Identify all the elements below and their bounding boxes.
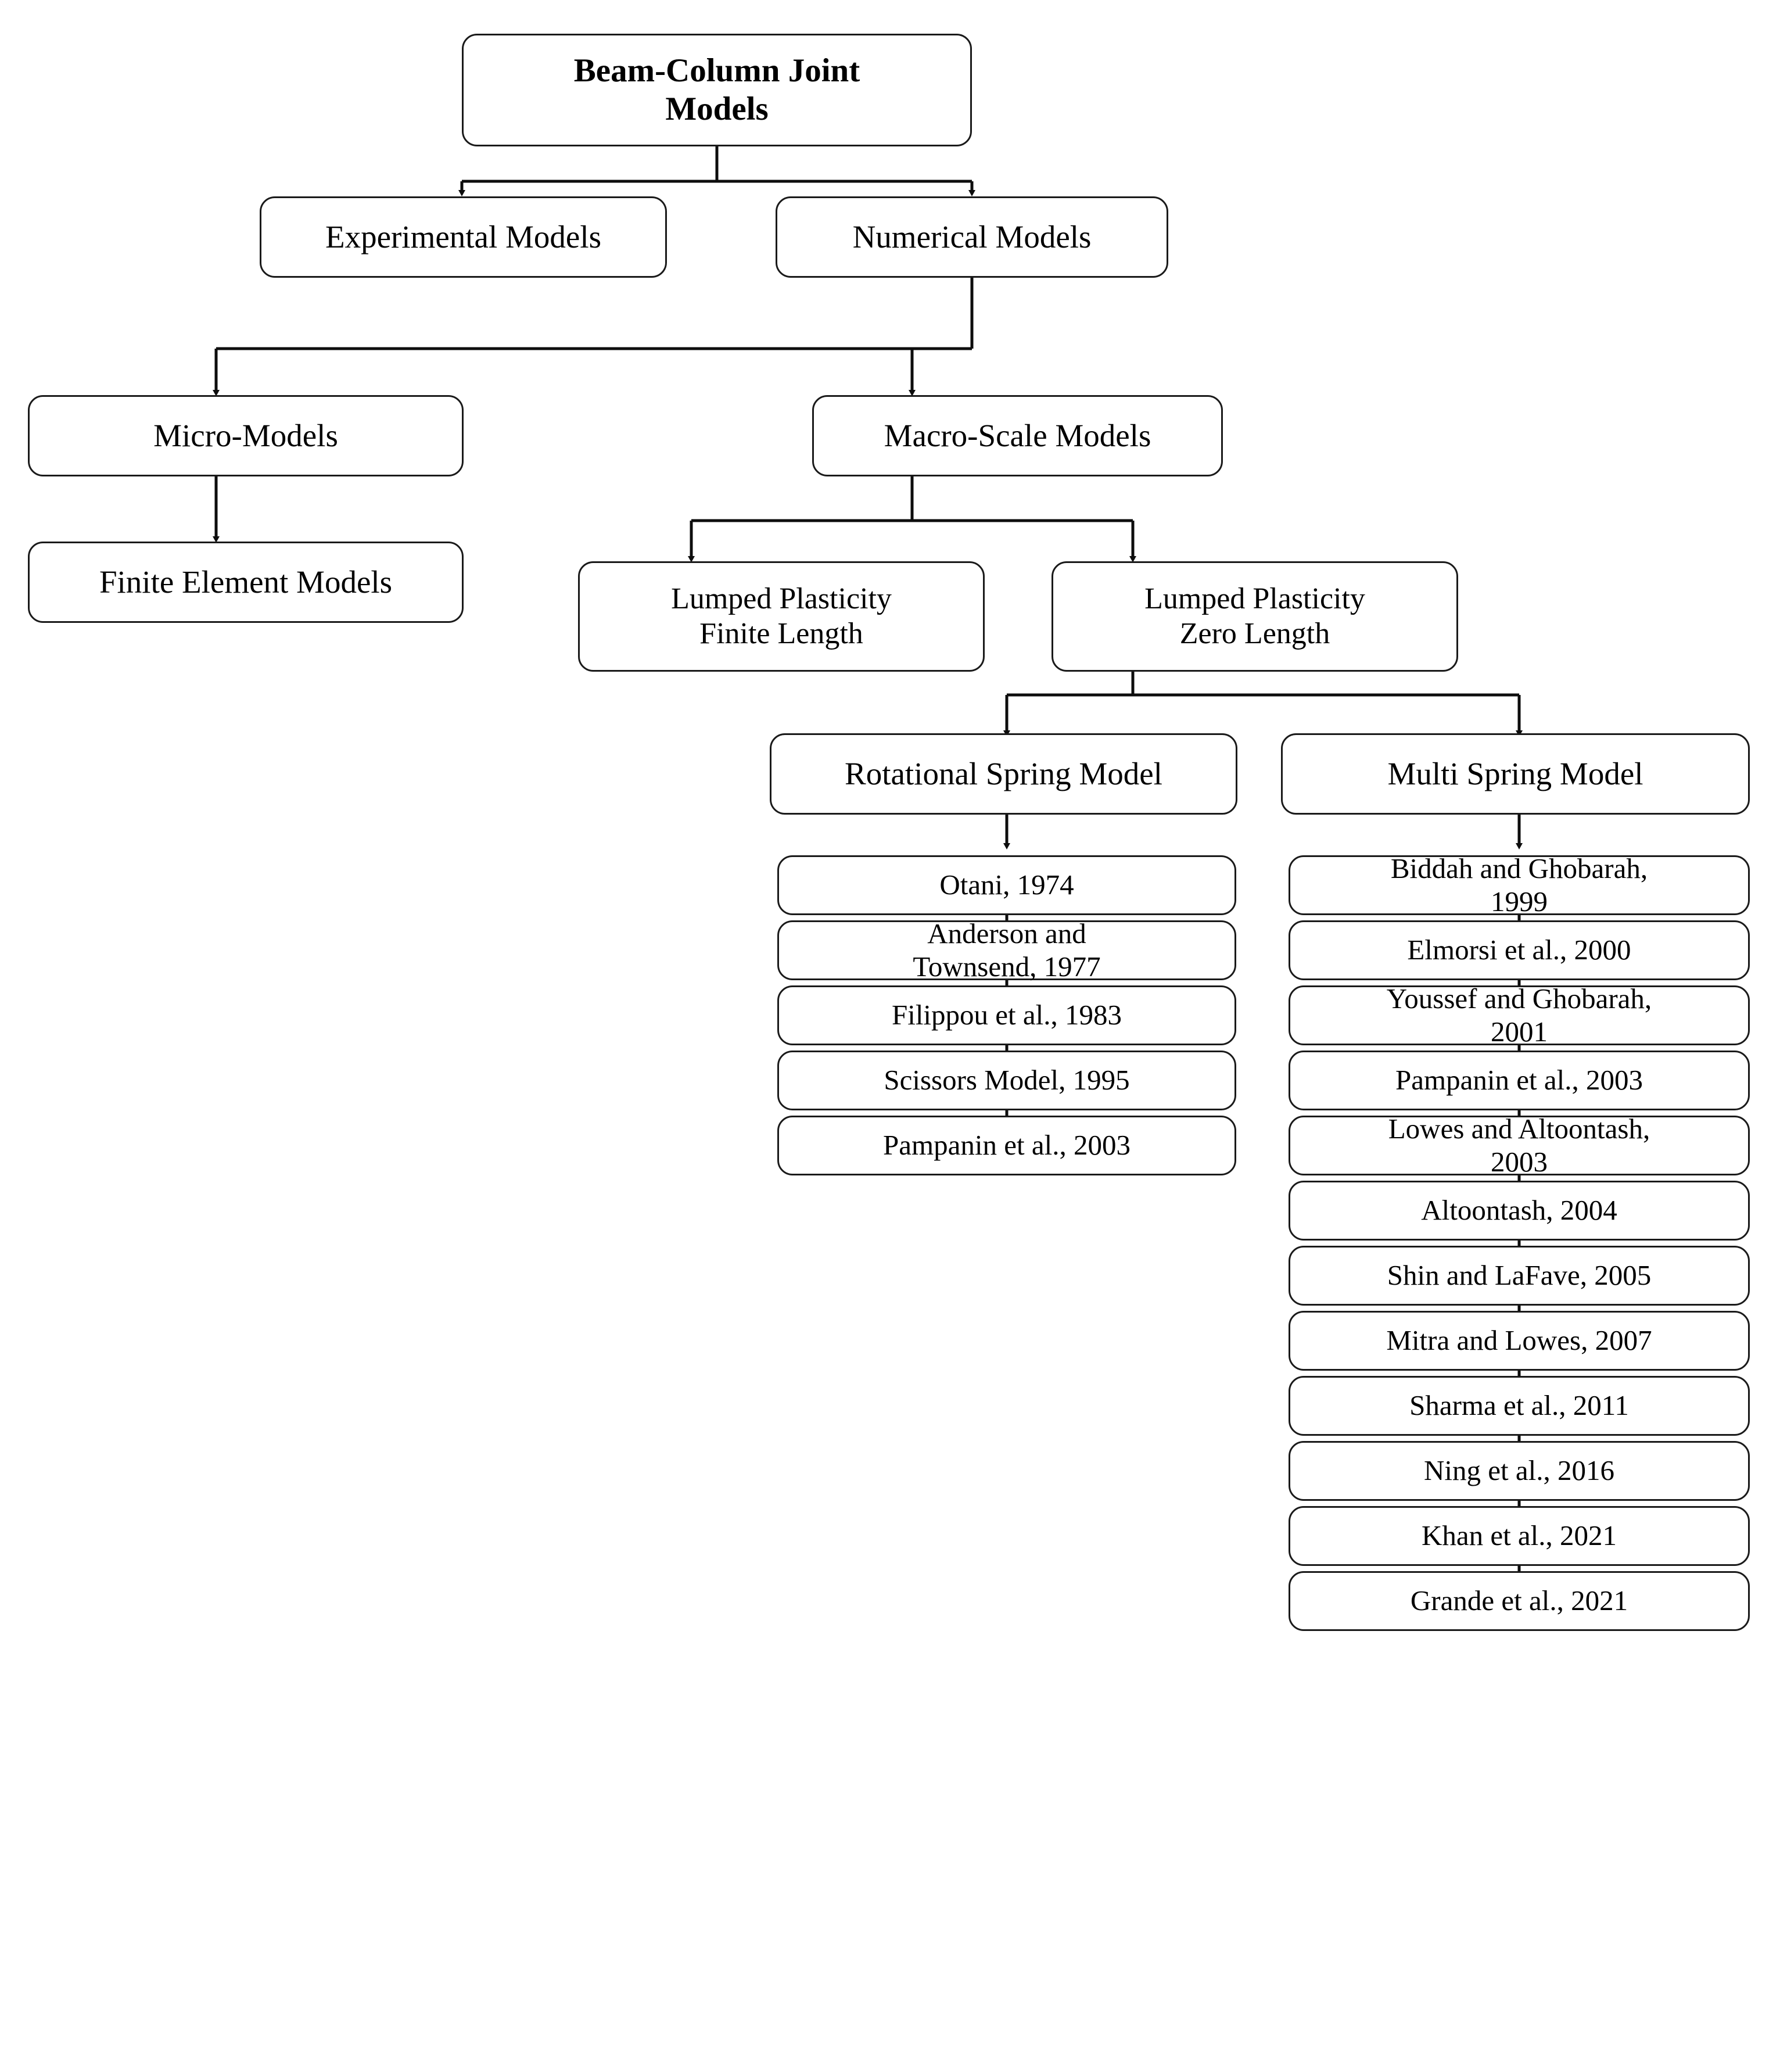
multi-spring-model-list-item-label: Altoontash, 2004: [1421, 1194, 1617, 1227]
node-experimental-models-label: Experimental Models: [325, 219, 602, 255]
node-root[interactable]: Beam-Column Joint Models: [462, 34, 972, 146]
rotational-spring-model-list-item-label: Filippou et al., 1983: [891, 999, 1122, 1031]
multi-spring-model-list-item[interactable]: Biddah and Ghobarah, 1999: [1289, 852, 1750, 917]
multi-spring-model-list-item-label: Shin and LaFave, 2005: [1387, 1259, 1652, 1292]
multi-spring-model-list-item[interactable]: Grande et al., 2021: [1289, 1571, 1750, 1631]
rotational-spring-model-list-item[interactable]: Scissors Model, 1995: [777, 1051, 1236, 1110]
multi-spring-model-list-item-label: Youssef and Ghobarah, 2001: [1386, 982, 1652, 1048]
node-lumped-plasticity-finite-length-label: Lumped Plasticity Finite Length: [671, 582, 892, 650]
rotational-spring-model-list-item[interactable]: Filippou et al., 1983: [777, 985, 1236, 1045]
node-macro-scale-models[interactable]: Macro-Scale Models: [812, 395, 1223, 476]
multi-spring-model-list-item-label: Mitra and Lowes, 2007: [1386, 1324, 1652, 1357]
multi-spring-model-list-item[interactable]: Lowes and Altoontash, 2003: [1289, 1113, 1750, 1178]
multi-spring-model-list-item-label: Khan et al., 2021: [1421, 1519, 1617, 1552]
node-finite-element-models[interactable]: Finite Element Models: [28, 542, 464, 623]
multi-spring-model-list-item[interactable]: Youssef and Ghobarah, 2001: [1289, 983, 1750, 1048]
multi-spring-model-list-item-label: Biddah and Ghobarah, 1999: [1390, 852, 1648, 917]
multi-spring-model-list-item-label: Lowes and Altoontash, 2003: [1388, 1112, 1650, 1178]
node-experimental-models[interactable]: Experimental Models: [260, 196, 667, 278]
multi-spring-model-list-item[interactable]: Shin and LaFave, 2005: [1289, 1246, 1750, 1306]
node-multi-spring-model-label: Multi Spring Model: [1387, 756, 1643, 792]
node-micro-models-label: Micro-Models: [153, 418, 338, 454]
rotational-spring-model-list-item[interactable]: Pampanin et al., 2003: [777, 1116, 1236, 1175]
rotational-spring-model-list-item[interactable]: Otani, 1974: [777, 855, 1236, 915]
node-rotational-spring-model[interactable]: Rotational Spring Model: [770, 733, 1237, 815]
multi-spring-model-list-item-label: Grande et al., 2021: [1410, 1585, 1628, 1617]
multi-spring-model-list-item-label: Ning et al., 2016: [1424, 1454, 1614, 1487]
rotational-spring-model-list-item-label: Pampanin et al., 2003: [883, 1129, 1131, 1162]
multi-spring-model-list-item[interactable]: Mitra and Lowes, 2007: [1289, 1311, 1750, 1371]
multi-spring-model-list-item[interactable]: Ning et al., 2016: [1289, 1441, 1750, 1501]
node-lumped-plasticity-finite-length[interactable]: Lumped Plasticity Finite Length: [578, 561, 985, 672]
multi-spring-model-list-item[interactable]: Sharma et al., 2011: [1289, 1376, 1750, 1436]
node-numerical-models[interactable]: Numerical Models: [776, 196, 1168, 278]
rotational-spring-model-list-item[interactable]: Anderson and Townsend, 1977: [777, 917, 1236, 983]
rotational-spring-model-list-item-label: Scissors Model, 1995: [884, 1064, 1130, 1096]
multi-spring-model-list-item[interactable]: Khan et al., 2021: [1289, 1506, 1750, 1566]
node-lumped-plasticity-zero-length[interactable]: Lumped Plasticity Zero Length: [1052, 561, 1458, 672]
multi-spring-model-list-item-label: Sharma et al., 2011: [1409, 1389, 1629, 1422]
multi-spring-model-list-item[interactable]: Pampanin et al., 2003: [1289, 1051, 1750, 1110]
multi-spring-model-list-item[interactable]: Elmorsi et al., 2000: [1289, 920, 1750, 980]
node-root-label: Beam-Column Joint Models: [573, 52, 860, 127]
rotational-spring-model-list-item-label: Otani, 1974: [939, 869, 1074, 901]
node-numerical-models-label: Numerical Models: [852, 219, 1092, 255]
node-finite-element-models-label: Finite Element Models: [99, 564, 393, 600]
multi-spring-model-list-item-label: Pampanin et al., 2003: [1395, 1064, 1643, 1096]
node-multi-spring-model[interactable]: Multi Spring Model: [1281, 733, 1750, 815]
node-micro-models[interactable]: Micro-Models: [28, 395, 464, 476]
node-macro-scale-models-label: Macro-Scale Models: [884, 418, 1151, 454]
multi-spring-model-list-item[interactable]: Altoontash, 2004: [1289, 1181, 1750, 1241]
rotational-spring-model-list-item-label: Anderson and Townsend, 1977: [913, 917, 1101, 983]
node-rotational-spring-model-label: Rotational Spring Model: [845, 756, 1162, 792]
multi-spring-model-list-item-label: Elmorsi et al., 2000: [1407, 934, 1631, 966]
node-lumped-plasticity-zero-length-label: Lumped Plasticity Zero Length: [1144, 582, 1365, 650]
